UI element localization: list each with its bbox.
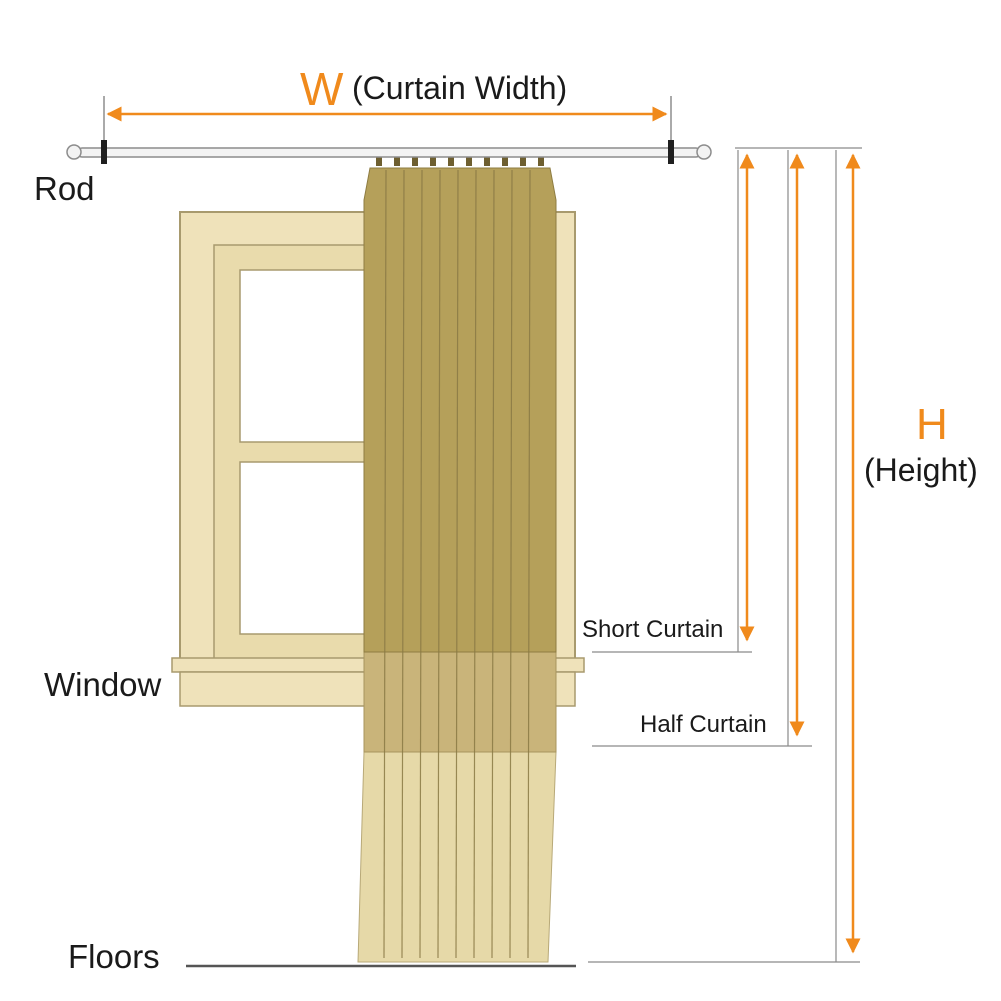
curtain-upper-section (363, 167, 557, 653)
rod-finial-left (66, 144, 82, 160)
rod-bracket-right (668, 140, 674, 164)
short-curtain-label: Short Curtain (582, 616, 724, 643)
window-label: Window (44, 666, 162, 703)
curtain-rod (66, 140, 712, 164)
height-letter: H (916, 400, 948, 449)
curtain-folds (383, 169, 531, 959)
floors-label: Floors (68, 938, 160, 975)
width-measurement (103, 96, 672, 140)
rod-label: Rod (34, 170, 95, 207)
window-pane-lower (239, 461, 381, 635)
rod-bracket-left (101, 140, 107, 164)
curtain (357, 148, 557, 963)
rod-finial-right (696, 144, 712, 160)
height-arrows (739, 153, 861, 954)
height-guides (588, 147, 862, 963)
half-curtain-label: Half Curtain (640, 711, 767, 738)
width-letter: W (300, 63, 344, 115)
rod-bar (77, 147, 701, 158)
curtain-middle-section (363, 651, 557, 753)
height-title: (Height) (864, 452, 978, 488)
window-pane-upper (239, 269, 381, 443)
width-title: (Curtain Width) (352, 70, 568, 106)
